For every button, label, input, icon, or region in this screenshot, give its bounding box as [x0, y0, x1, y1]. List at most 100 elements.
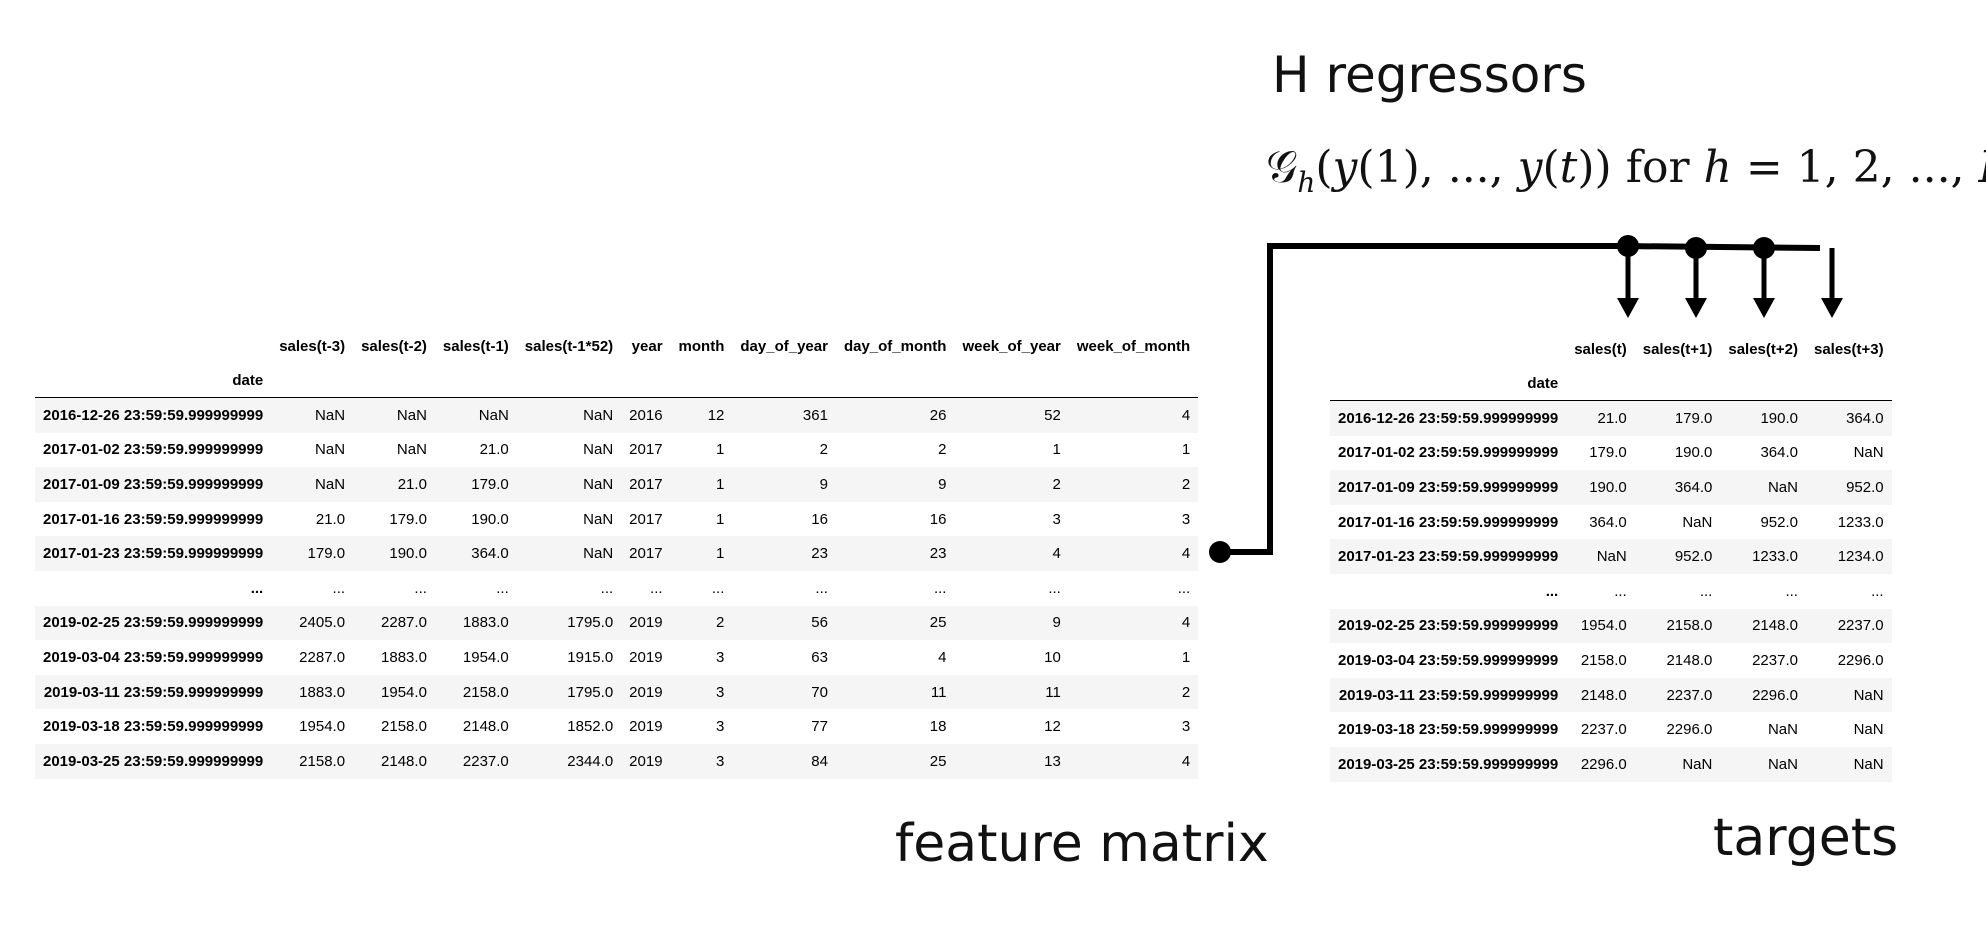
feature-cell: 2158.0 — [299, 752, 346, 770]
feature-column-header: sales(t-1*52) — [524, 337, 614, 355]
regressors-title: H regressors — [1272, 46, 1587, 104]
feature-column-header: year — [631, 337, 663, 355]
feature-cell: 4 — [1181, 406, 1191, 424]
feature-row-date: 2017-01-09 23:59:59.999999999 — [43, 475, 264, 493]
targets-cell: 190.0 — [1589, 478, 1627, 496]
feature-index-spacer — [954, 363, 1069, 398]
feature-row-date: 2017-01-02 23:59:59.999999999 — [43, 441, 264, 459]
feature-cell: 1795.0 — [567, 614, 614, 632]
feature-cell: 9 — [938, 475, 947, 493]
targets-cell: 364.0 — [1674, 478, 1713, 496]
feature-cell: ... — [650, 579, 663, 597]
feature-cell: ... — [815, 579, 828, 597]
feature-cell: 1 — [716, 545, 725, 563]
targets-cell: NaN — [1853, 721, 1884, 739]
feature-cell: ... — [414, 579, 427, 597]
feature-cell: NaN — [396, 406, 427, 424]
targets-cell: 1234.0 — [1837, 548, 1884, 566]
feature-column-header: day_of_month — [843, 337, 947, 355]
feature-index-spacer — [271, 363, 354, 398]
feature-row-date: 2019-03-04 23:59:59.999999999 — [43, 648, 264, 666]
feature-cell: 52 — [1044, 406, 1061, 424]
targets-cell: 1233.0 — [1752, 548, 1798, 566]
feature-cell: 1915.0 — [567, 648, 614, 666]
feature-cell: 2405.0 — [299, 614, 346, 632]
feature-cell: 12 — [1044, 718, 1061, 736]
formula-for: for — [1611, 142, 1704, 193]
feature-corner — [35, 329, 271, 363]
feature-cell: NaN — [583, 441, 614, 459]
feature-cell: 3 — [1052, 510, 1061, 528]
targets-cell: NaN — [1853, 755, 1884, 773]
targets-cell: 179.0 — [1674, 409, 1713, 427]
targets-row-date: 2017-01-02 23:59:59.999999999 — [1338, 444, 1559, 462]
regressor-formula: 𝒢h(y(1), ..., y(t)) for h = 1, 2, ..., H — [1266, 142, 1986, 199]
feature-matrix-caption: feature matrix — [895, 814, 1269, 874]
targets-cell: ... — [1614, 582, 1627, 600]
feature-cell: 4 — [1181, 545, 1191, 563]
feature-cell: 2237.0 — [462, 752, 509, 770]
targets-cell: 952.0 — [1674, 548, 1713, 566]
targets-cell: 2296.0 — [1837, 651, 1884, 669]
feature-cell: 1883.0 — [381, 648, 427, 666]
feature-cell: 25 — [929, 614, 947, 632]
feature-cell: 21.0 — [315, 510, 346, 528]
feature-cell: 3 — [716, 718, 725, 736]
feature-cell: 2019 — [629, 718, 663, 736]
feature-cell: 2019 — [629, 648, 663, 666]
feature-cell: 4 — [938, 648, 947, 666]
feature-index-spacer — [434, 363, 517, 398]
feature-cell: 1 — [1052, 441, 1061, 459]
feature-cell: 10 — [1044, 648, 1061, 666]
arrow-sales-t1 — [1685, 248, 1707, 318]
feature-cell: 1795.0 — [567, 683, 614, 701]
feature-cell: 1954.0 — [462, 648, 509, 666]
targets-cell: 21.0 — [1597, 409, 1627, 427]
formula-t-open: ( — [1542, 142, 1560, 193]
targets-cell: NaN — [1767, 721, 1798, 739]
feature-index-spacer — [621, 363, 671, 398]
feature-cell: ... — [332, 579, 346, 597]
feature-cell: 2019 — [629, 752, 663, 770]
feature-index-spacer — [732, 363, 836, 398]
feature-cell: 2287.0 — [381, 614, 427, 632]
targets-table: sales(t)sales(t+1)sales(t+2)sales(t+3) d… — [1330, 332, 1892, 782]
targets-cell: 179.0 — [1589, 444, 1627, 462]
feature-cell: 84 — [811, 752, 828, 770]
targets-cell: ... — [1699, 582, 1713, 600]
targets-row-date: 2019-03-25 23:59:59.999999999 — [1338, 755, 1559, 773]
feature-cell: 364.0 — [471, 545, 509, 563]
targets-cell: 952.0 — [1846, 478, 1884, 496]
feature-cell: 1 — [716, 475, 725, 493]
feature-cell: 2019 — [629, 683, 663, 701]
feature-index-spacer — [1068, 363, 1199, 398]
feature-cell: 3 — [716, 648, 725, 666]
feature-cell: 21.0 — [397, 475, 427, 493]
targets-index-name: date — [1330, 366, 1567, 401]
targets-cell: NaN — [1767, 755, 1798, 773]
targets-row-date: 2019-02-25 23:59:59.999999999 — [1338, 617, 1559, 635]
targets-cell: NaN — [1767, 478, 1798, 496]
feature-cell: 361 — [802, 406, 828, 424]
targets-column-header: sales(t+1) — [1642, 340, 1713, 358]
table-row: ............... — [1330, 573, 1892, 609]
feature-cell: 77 — [811, 718, 828, 736]
feature-cell: 1954.0 — [299, 718, 346, 736]
targets-row-date: ... — [1545, 582, 1559, 600]
